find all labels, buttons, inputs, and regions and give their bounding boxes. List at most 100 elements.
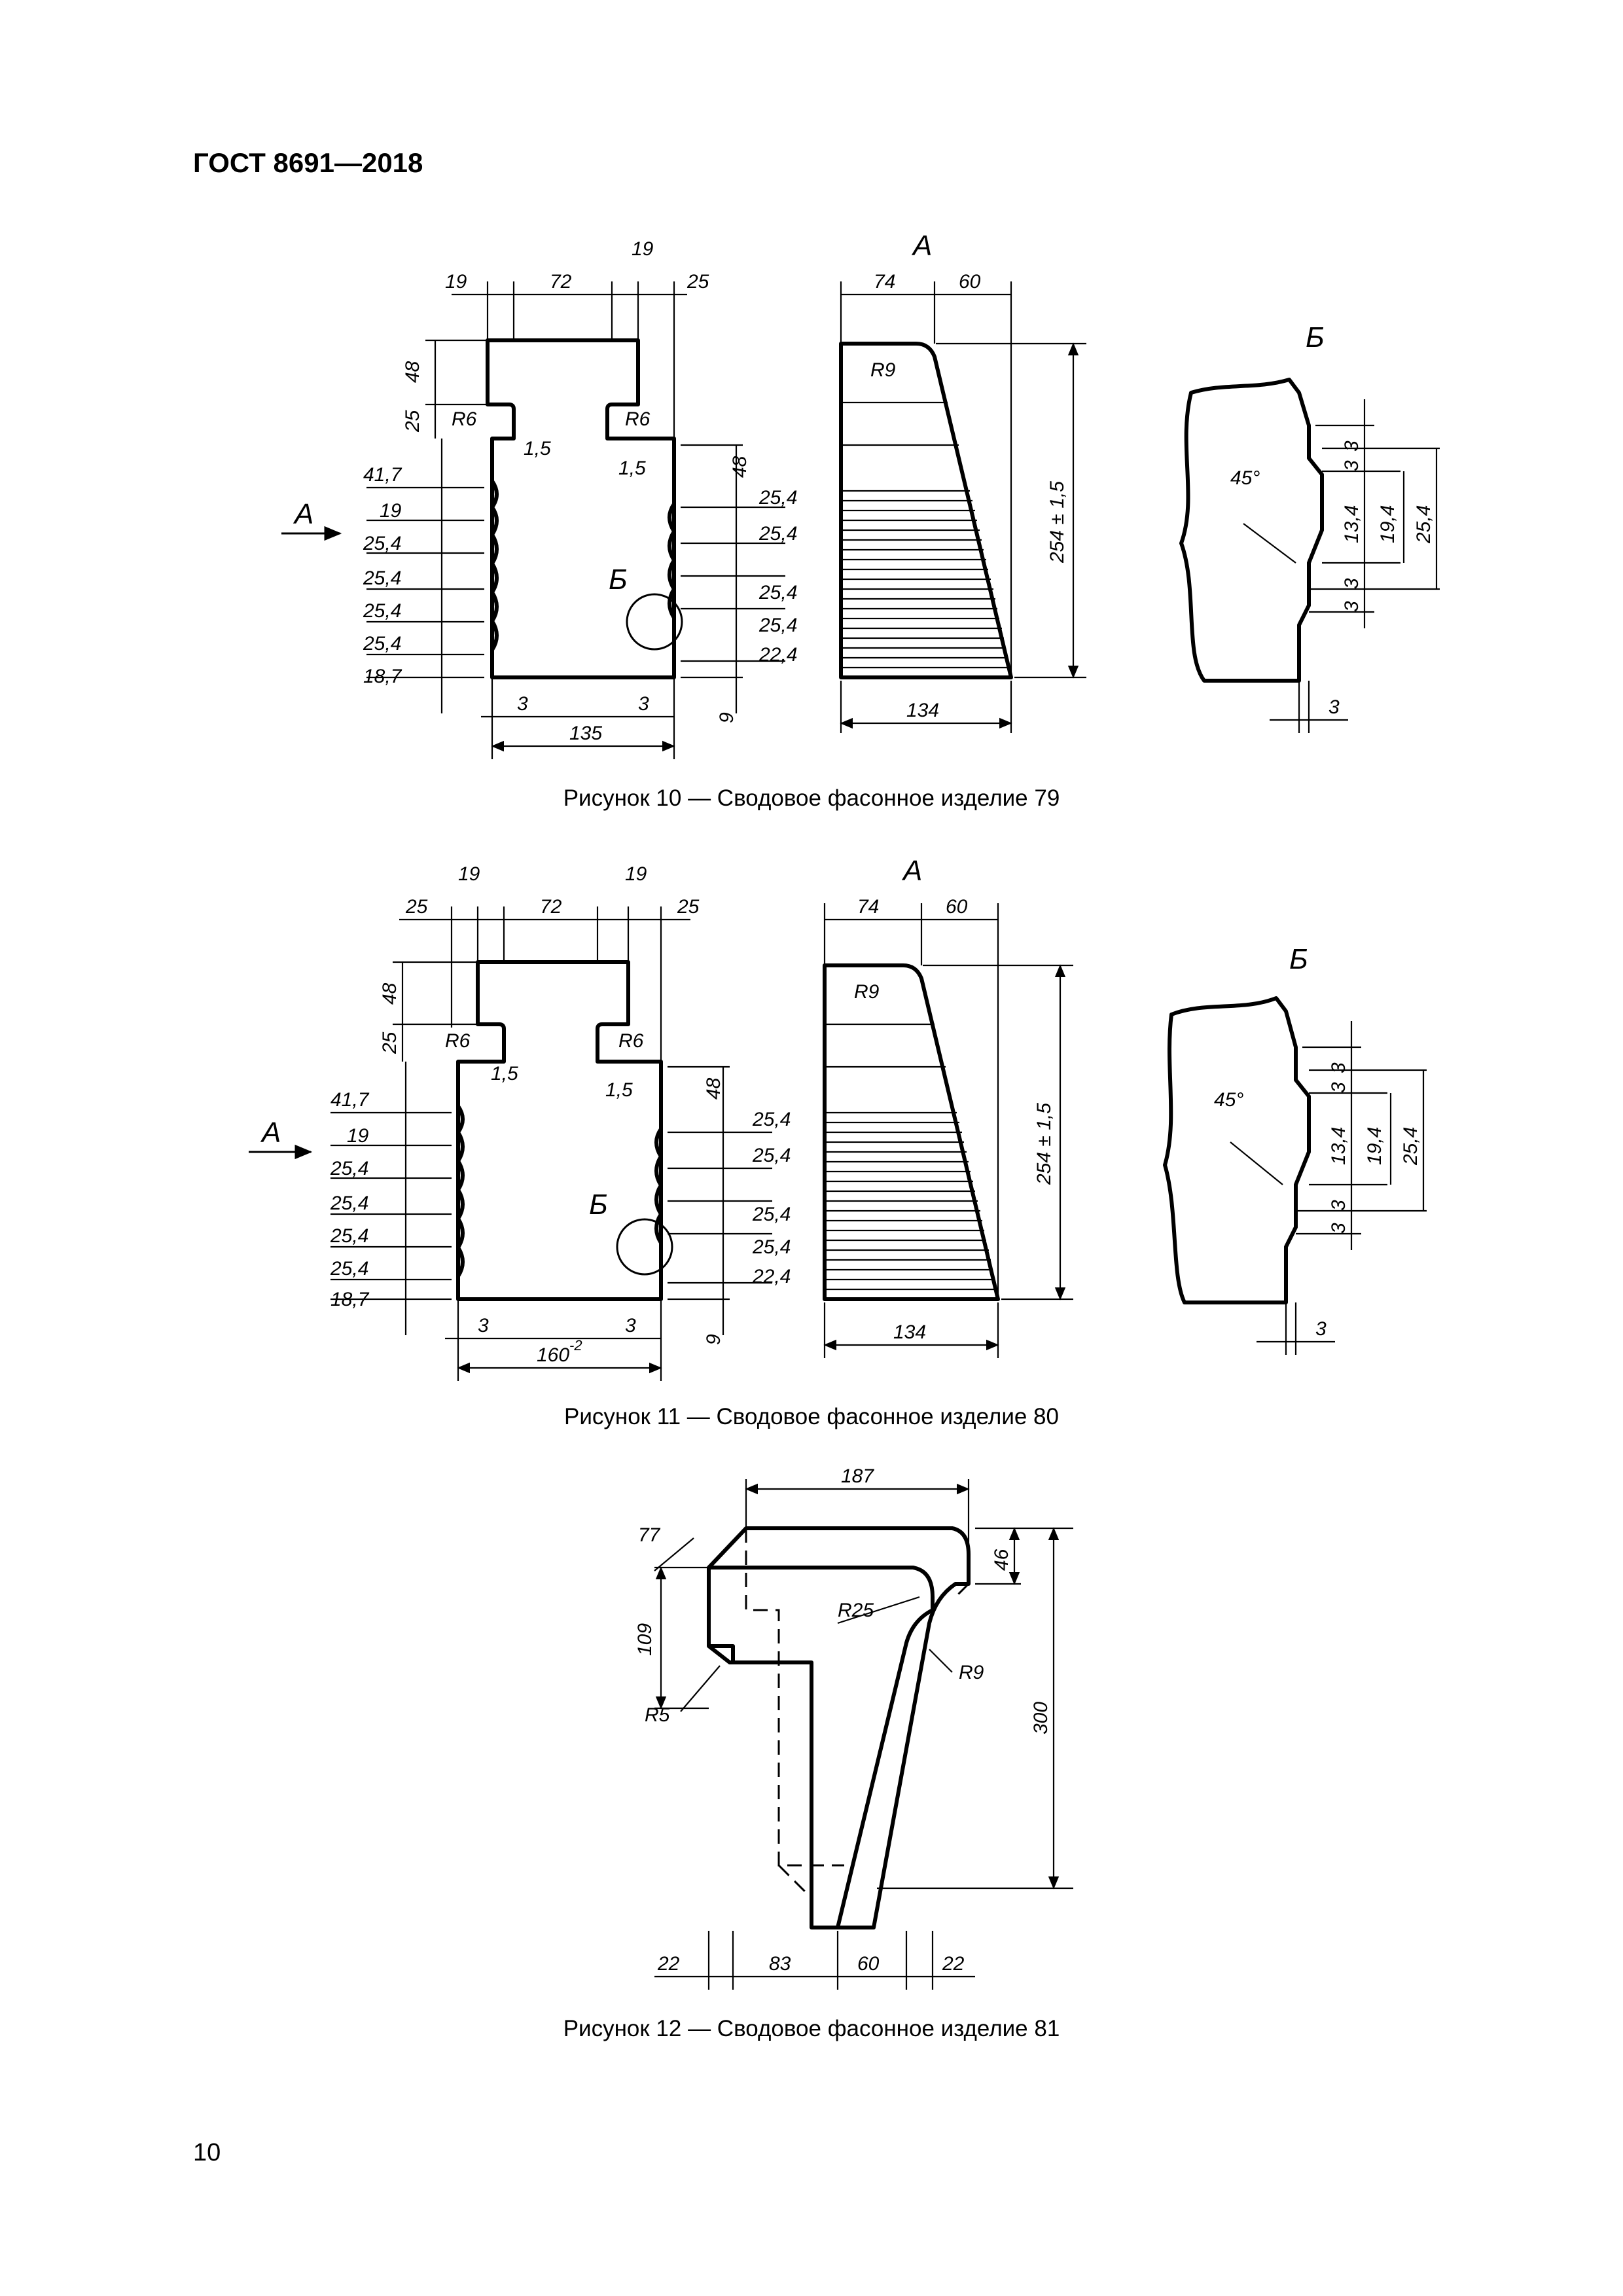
- fig10-detail-label: Б: [609, 564, 628, 596]
- fig10-bottom-3-right: 3: [638, 693, 649, 715]
- fig11-offset-right: 1,5: [605, 1079, 633, 1101]
- fig10-view-b-v3: 13,4: [1341, 505, 1363, 543]
- fig11-right-top-48: 48: [703, 1077, 724, 1100]
- fig10-view-a-top-60: 60: [959, 271, 981, 293]
- fig11-view-a-r9: R9: [854, 981, 880, 1003]
- fig10-main-outline: [486, 338, 676, 679]
- fig11-right-stack-4: 25,4: [752, 1236, 791, 1258]
- fig11-left-stack-7: 18,7: [330, 1289, 370, 1310]
- fig10-view-b-v4: 3: [1341, 578, 1363, 589]
- fig10-right-stack-2: 25,4: [758, 523, 797, 545]
- fig10-right-stack-4: 25,4: [758, 615, 797, 636]
- fig11-offset-left: 1,5: [491, 1063, 518, 1085]
- figure-11-caption: Рисунок 11 — Сводовое фасонное изделие 8…: [563, 1404, 1059, 1429]
- fig10-left-notches: [490, 480, 499, 651]
- fig10-left-stack-6: 25,4: [363, 633, 401, 655]
- fig12-r5-step: [709, 1644, 735, 1662]
- fig11-view-b-ticks: [1296, 1021, 1427, 1250]
- fig10-view-a-height: 254 ± 1,5: [1046, 481, 1068, 564]
- fig10-top-dim-1: 19: [445, 271, 467, 293]
- fig10-top-dim-4: 25: [687, 271, 709, 293]
- fig10-offset-right: 1,5: [618, 457, 646, 479]
- page-number: 10: [193, 2139, 221, 2166]
- fig11-left-dim-25: 25: [379, 1031, 401, 1054]
- fig10-view-b-title: Б: [1306, 321, 1325, 353]
- fig12-inner-face: [709, 1566, 935, 1928]
- fig10-offset-left: 1,5: [524, 438, 551, 459]
- fig11-left-stack-4: 25,4: [330, 1193, 368, 1214]
- figure-12-caption: Рисунок 12 — Сводовое фасонное изделие 8…: [563, 2016, 1060, 2041]
- fig12-r9: R9: [959, 1662, 984, 1683]
- fig11-right-stack-1: 25,4: [752, 1109, 791, 1130]
- fig11-view-b-v1: 3: [1328, 1062, 1349, 1073]
- fig10-bottom-3-left: 3: [517, 693, 528, 715]
- fig10-left-stack-7: 18,7: [363, 666, 402, 687]
- fig10-view-b-19-4: 19,4: [1377, 505, 1399, 543]
- fig11-bottom-3-left: 3: [478, 1315, 489, 1336]
- fig11-left-stack-5: 25,4: [330, 1225, 368, 1247]
- fig11-view-b-19-4: 19,4: [1364, 1127, 1385, 1165]
- fig11-left-stack-2: 19: [347, 1125, 369, 1147]
- fig10-top-dim-2: 72: [550, 271, 572, 293]
- fig10-view-b-ticks: [1309, 399, 1440, 628]
- fig11-right-stack-3: 25,4: [752, 1204, 791, 1225]
- fig12-r25: R25: [838, 1600, 874, 1621]
- fig11-view-a-height: 254 ± 1,5: [1033, 1103, 1055, 1185]
- fig11-left-dim-48: 48: [379, 982, 401, 1005]
- fig12-bottom-22-left: 22: [657, 1953, 680, 1975]
- fig10-left-stack-5: 25,4: [363, 600, 401, 622]
- fig10-view-a-title: А: [911, 230, 932, 262]
- fig11-top-dim-4: 19: [625, 863, 647, 885]
- fig11-detail-circle: [616, 1218, 673, 1276]
- fig11-left-stack-1: 41,7: [330, 1089, 370, 1111]
- fig11-width-160: 160: [537, 1344, 569, 1366]
- fig11-bottom-3-right: 3: [625, 1315, 636, 1336]
- fig10-bottom-9: 9: [716, 712, 738, 723]
- fig10-view-b-bottom: 3: [1329, 696, 1340, 718]
- fig11-left-stack-6: 25,4: [330, 1258, 368, 1280]
- fig11-view-a-hatching: [825, 1023, 997, 1291]
- fig11-top-dim-3: 72: [540, 896, 562, 918]
- fig11-main-outline: [456, 960, 663, 1301]
- fig11-right-stack-2: 25,4: [752, 1145, 791, 1166]
- fig10-view-a-r9: R9: [870, 359, 896, 381]
- fig11-view-b-v3: 13,4: [1328, 1127, 1349, 1165]
- standard-header: ГОСТ 8691—2018: [193, 147, 423, 178]
- fig11-right-stack-5: 22,4: [752, 1266, 791, 1287]
- fig10-right-notches: [668, 503, 676, 619]
- fig11-view-a-top-74: 74: [857, 896, 879, 918]
- fig10-view-a-outline: [839, 342, 1013, 679]
- fig11-left-stack-3: 25,4: [330, 1158, 368, 1179]
- fig11-top-dim-2: 19: [458, 863, 480, 885]
- fig11-view-a-title: А: [901, 855, 922, 887]
- fig11-width-tolerance: -2: [569, 1337, 582, 1354]
- fig11-view-b-v4: 3: [1328, 1200, 1349, 1211]
- fig11-view-a-arrow-label: А: [260, 1117, 281, 1149]
- fig10-left-dim-48: 48: [402, 361, 423, 383]
- fig10-view-b-v2: 3: [1341, 460, 1363, 471]
- fig10-r6-right: R6: [625, 408, 651, 430]
- fig10-left-stack-4: 25,4: [363, 567, 401, 589]
- fig12-dim-300: 300: [1030, 1702, 1052, 1734]
- fig11-view-b-outline: [1163, 996, 1311, 1304]
- figure-10: А 19 72 19 25 48 25 R6 R6 1,5 1,5: [281, 230, 1440, 759]
- figure-10-caption: Рисунок 10 — Сводовое фасонное изделие 7…: [563, 785, 1060, 811]
- fig10-left-stack-3: 25,4: [363, 533, 401, 554]
- fig12-dim-109: 109: [634, 1623, 656, 1656]
- fig12-outline: [707, 1526, 971, 1929]
- fig11-view-b-title: Б: [1289, 943, 1308, 975]
- fig10-width-135: 135: [569, 723, 602, 744]
- fig11-view-a-outline: [823, 963, 1000, 1301]
- fig10-view-a-hatching: [841, 401, 1010, 669]
- fig11-view-a-top-60: 60: [946, 896, 968, 918]
- fig10-view-b-angle: 45°: [1230, 467, 1260, 489]
- fig10-view-b-outline: [1179, 378, 1324, 683]
- fig11-view-a-bottom: 134: [893, 1321, 926, 1343]
- fig12-dim-top: 187: [841, 1465, 874, 1487]
- fig10-left-stack-1: 41,7: [363, 464, 402, 486]
- fig10-left-dim-25: 25: [402, 410, 423, 433]
- fig11-detail-label: Б: [589, 1189, 608, 1221]
- fig10-r6-left: R6: [452, 408, 477, 430]
- fig11-top-dim-1: 25: [405, 896, 428, 918]
